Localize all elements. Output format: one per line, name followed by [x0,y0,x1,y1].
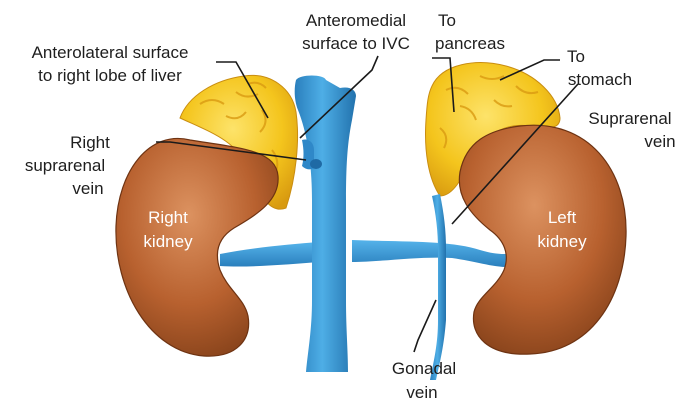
leader-gonadal-vein [414,300,436,352]
left-kidney-label-line2: kidney [537,232,587,251]
label-suprarenal-vein-line1: Suprarenal [588,109,671,128]
label-to-pancreas-line2: pancreas [435,34,505,53]
label-right-suprarenal-line2: suprarenal [25,156,105,175]
renal-veins [220,194,520,380]
label-right-suprarenal-line3: vein [72,179,103,198]
label-anterolateral-line2: to right lobe of liver [38,66,182,85]
label-to-stomach-line2: stomach [568,70,632,89]
label-anterolateral-line1: Anterolateral surface [32,43,189,62]
label-anteromedial-line2: surface to IVC [302,34,410,53]
right-kidney: Right kidney [116,138,278,356]
left-kidney-label-line1: Left [548,208,577,227]
label-gonadal-line2: vein [406,383,437,402]
label-anteromedial-line1: Anteromedial [306,11,406,30]
right-kidney-label-line2: kidney [143,232,193,251]
label-to-stomach-line1: To [567,47,585,66]
label-right-suprarenal-line1: Right [70,133,110,152]
label-suprarenal-vein-line2: vein [644,132,675,151]
label-to-pancreas-line1: To [438,11,456,30]
inferior-vena-cava [295,76,356,373]
right-kidney-label-line1: Right [148,208,188,227]
left-kidney: Left kidney [459,125,626,354]
label-gonadal-line1: Gonadal [392,359,456,378]
